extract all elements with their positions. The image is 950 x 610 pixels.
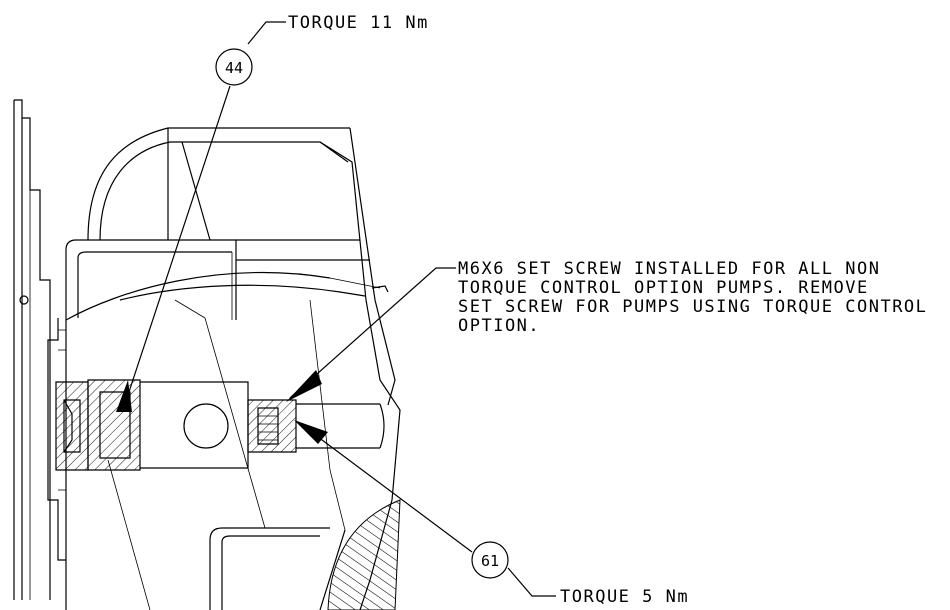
note-line-2: TORQUE CONTROL OPTION PUMPS. REMOVE: [458, 278, 869, 298]
note-line-4: OPTION.: [458, 316, 540, 336]
arrow-head: [286, 370, 322, 402]
torque-bottom-label: TORQUE 5 Nm: [560, 587, 689, 607]
set-screw-note: M6X6 SET SCREW INSTALLED FOR ALL NON TOR…: [458, 259, 927, 336]
arrow-head: [116, 380, 132, 412]
leader-lines: [116, 21, 556, 597]
note-line-1: M6X6 SET SCREW INSTALLED FOR ALL NON: [458, 259, 880, 279]
set-screw-61: [247, 399, 385, 453]
balloon-44-label: 44: [225, 59, 243, 77]
balloon-61-label: 61: [481, 552, 499, 570]
pump-housing: [13, 99, 401, 610]
arrow-head: [294, 420, 328, 444]
note-line-3: SET SCREW FOR PUMPS USING TORQUE CONTROL: [458, 297, 927, 317]
balloon-61: 61: [471, 541, 509, 579]
balloon-44: 44: [215, 48, 253, 86]
torque-top-label: TORQUE 11 Nm: [288, 13, 429, 33]
bolt-assembly-44: [55, 379, 249, 471]
